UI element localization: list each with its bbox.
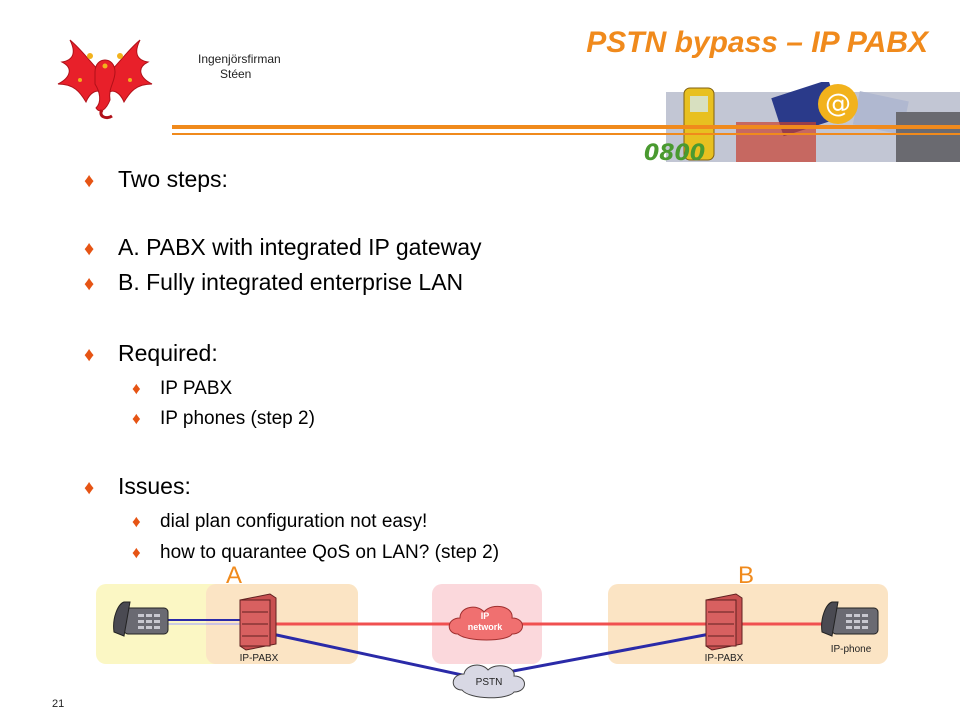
bullet-issues: ♦Issues: (84, 473, 191, 499)
svg-text:0800: 0800 (644, 141, 705, 166)
griffin-logo-icon (57, 39, 153, 120)
sub-bullet-ip-pabx: ♦IP PABX (132, 378, 233, 399)
diamond-bullet-icon: ♦ (84, 170, 95, 192)
company-name: Ingenjörsfirman Stéen (198, 52, 281, 82)
sub-bullet-dial-plan: ♦dial plan configuration not easy! (132, 511, 428, 532)
pstn-cloud-icon (452, 664, 525, 699)
ip-phone-icon (821, 601, 879, 637)
page-number: 21 (52, 698, 65, 710)
header-rule-thick (172, 125, 960, 129)
sub-bullet-qos: ♦how to quarantee QoS on LAN? (step 2) (132, 542, 500, 563)
diamond-bullet-icon: ♦ (84, 273, 95, 295)
diamond-bullet-icon: ♦ (84, 344, 95, 366)
bullet-two-steps: ♦Two steps: (84, 166, 228, 192)
bullet-step-a: ♦A. PABX with integrated IP gateway (84, 234, 482, 260)
diamond-bullet-icon: ♦ (132, 543, 141, 562)
sub-bullet-ip-phones: ♦IP phones (step 2) (132, 408, 315, 429)
pabx-right-label: IP-PABX (705, 653, 744, 664)
diamond-bullet-icon: ♦ (132, 379, 141, 398)
pabx-left-label: IP-PABX (240, 653, 279, 664)
label-a: A (226, 562, 243, 589)
bullet-step-b: ♦B. Fully integrated enterprise LAN (84, 269, 464, 295)
bullet-required: ♦Required: (84, 340, 218, 366)
diamond-bullet-icon: ♦ (84, 238, 95, 260)
pabx-right-icon (705, 593, 743, 651)
telephone-left-icon (113, 601, 169, 637)
header-rule-thin (172, 133, 960, 135)
company-name-line2: Stéen (220, 67, 252, 81)
pabx-left-icon (239, 593, 277, 651)
network-diagram: IP network PSTN IP-PABX IP-PABX IP-phone (96, 584, 888, 699)
pstn-label: PSTN (476, 677, 503, 688)
diamond-bullet-icon: ♦ (132, 512, 141, 531)
ip-network-label-line1: IP (481, 611, 490, 621)
ip-phone-label: IP-phone (831, 644, 872, 655)
diamond-bullet-icon: ♦ (84, 477, 95, 499)
label-b: B (738, 562, 755, 589)
company-name-line1: Ingenjörsfirman (198, 52, 281, 66)
ip-network-cloud-icon (448, 605, 523, 641)
ip-network-label-line2: network (468, 622, 504, 632)
telecom-collage-image: @ 0800 (644, 82, 960, 166)
svg-text:@: @ (825, 89, 851, 119)
page-title: PSTN bypass – IP PABX (586, 26, 928, 59)
diamond-bullet-icon: ♦ (132, 409, 141, 428)
